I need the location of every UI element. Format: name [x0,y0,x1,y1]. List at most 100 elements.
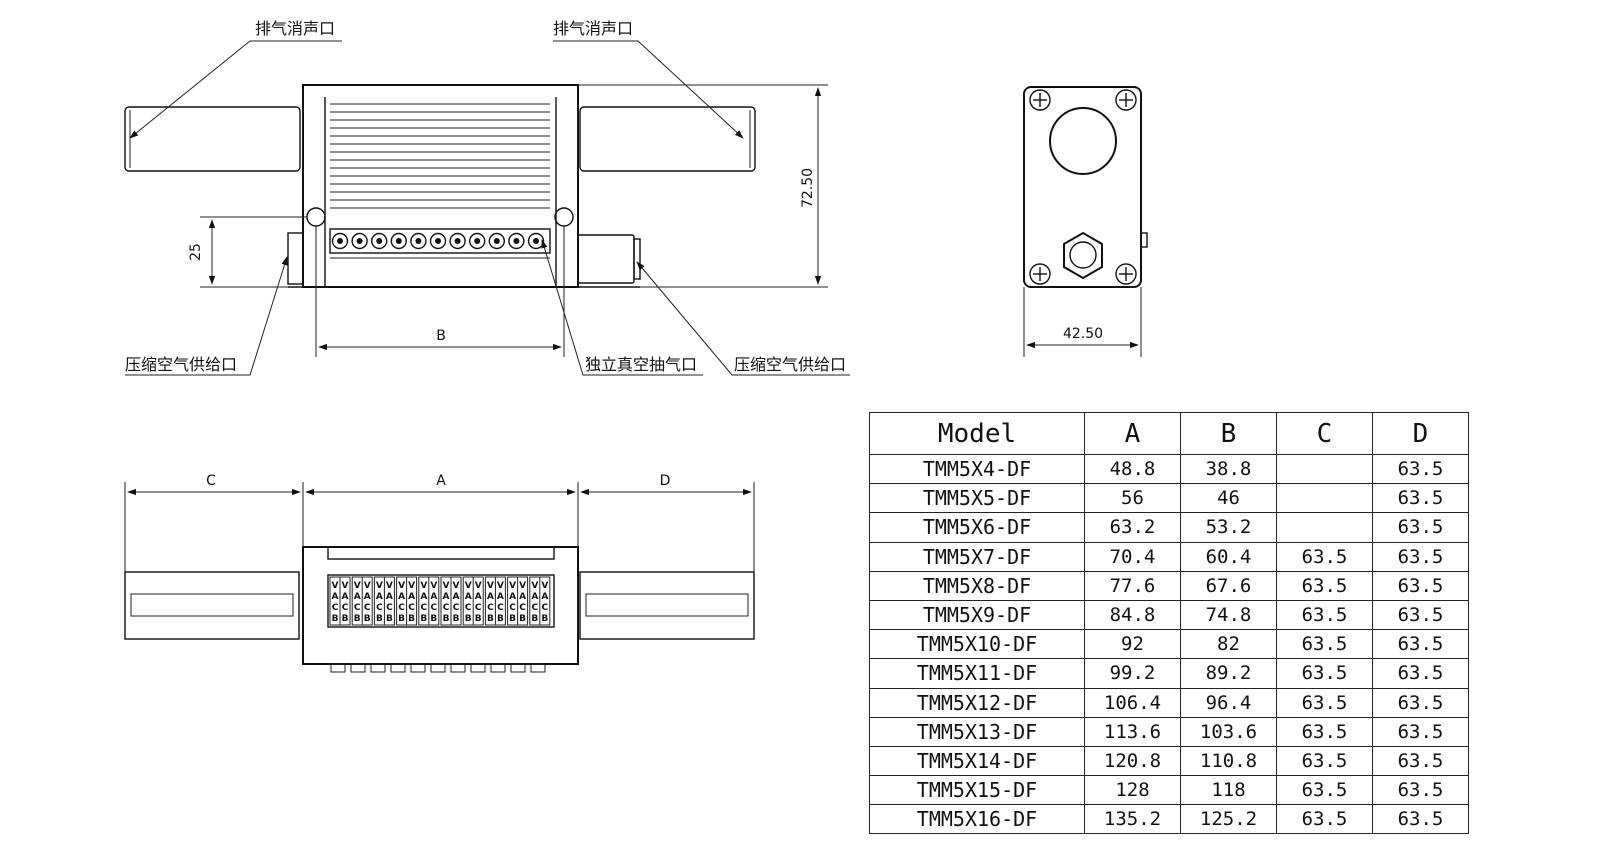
screw [1029,89,1051,111]
cell-d: 63.5 [1372,775,1469,806]
left-silencer [124,106,301,172]
valve-letter: C [541,603,548,613]
valve-letter: A [519,592,526,602]
cell-d: 63.5 [1372,483,1469,514]
valve-letter: B [408,614,415,624]
cell-a: 113.6 [1084,716,1181,747]
valve-letter: B [509,614,516,624]
cell-c: 63.5 [1276,687,1373,718]
vacuum-port [488,232,505,250]
cell-b: 103.6 [1180,716,1277,747]
valve-letter: V [354,581,361,591]
vacuum-port-center [493,238,500,244]
cell-d: 63.5 [1372,687,1469,718]
cell-d: 63.5 [1372,658,1469,689]
cell-d: 63.5 [1372,453,1469,485]
cell-a: 135.2 [1084,804,1181,835]
valve-letter: A [497,592,504,602]
cell-model: TMM5X12-DF [869,687,1085,718]
exhaust-port-circle [1049,107,1117,175]
valve-letter: C [465,603,472,613]
valve-letter: C [420,603,427,613]
dim-port-height: 25 [188,243,204,261]
valve-letter: V [497,581,504,591]
cell-a: 70.4 [1084,541,1181,572]
valve-letter: V [408,581,415,591]
cell-c: 63.5 [1276,775,1373,806]
right-air-fitting [577,234,635,284]
vacuum-port [390,232,407,250]
valve-letter: C [531,603,538,613]
connector-pin [370,663,386,673]
valve-letter: B [354,614,361,624]
cell-a: 106.4 [1084,687,1181,718]
cell-c: 63.5 [1276,658,1373,689]
vacuum-port-center [513,238,520,244]
valve-letter: C [519,603,526,613]
valve-letter: B [531,614,538,624]
cell-a: 84.8 [1084,599,1181,631]
valve-letter: A [398,592,405,602]
cell-b: 125.2 [1180,804,1277,835]
cell-d: 63.5 [1372,512,1469,543]
valve-letter: C [487,603,494,613]
vacuum-port [508,232,525,250]
vacuum-port [469,232,486,250]
side-body [1023,86,1142,288]
vacuum-port-center [376,238,383,244]
valve-letter: C [408,603,415,613]
vacuum-port [449,232,466,250]
cell-model: TMM5X10-DF [869,629,1085,660]
dim-height: 72.50 [800,168,816,208]
cell-model: TMM5X7-DF [869,541,1085,572]
vacuum-port-center [356,238,363,244]
valve-letter: B [398,614,405,624]
connector-pins [330,663,546,673]
mount-hole-left [306,207,326,227]
top-right-silencer [579,571,755,640]
dim-a: A [436,473,446,489]
cell-a: 56 [1084,483,1181,514]
cell-c: 63.5 [1276,629,1373,660]
cell-model: TMM5X5-DF [869,483,1085,514]
header-c: C [1276,412,1373,455]
valve-letter: A [354,592,361,602]
valve-letter: B [475,614,482,624]
cell-c: 63.5 [1276,745,1373,777]
valve-letter: B [332,614,339,624]
top-view: VACBVACBVACBVACBVACBVACBVACBVACBVACBVACB… [124,473,755,673]
cell-d: 63.5 [1372,629,1469,660]
cell-a: 120.8 [1084,745,1181,777]
valve-letter: A [465,592,472,602]
cell-c [1276,483,1373,514]
cell-model: TMM5X15-DF [869,775,1085,806]
valve-letter: C [430,603,437,613]
dim-b: B [436,328,446,344]
connector-pin [510,663,526,673]
hex-nut-fitting [1063,231,1103,280]
table-header-row: Model A B C D [869,412,1469,455]
cell-a: 99.2 [1084,658,1181,689]
valve-letter: A [376,592,383,602]
valve-letter: V [420,581,427,591]
valve-letter: B [541,614,548,624]
label-exhaust-right: 排气消声口 [553,19,633,38]
vacuum-port-center [435,238,441,244]
valve-letter: V [364,581,371,591]
valve-letter: B [430,614,437,624]
valve-letter: B [376,614,383,624]
cell-b: 60.4 [1180,541,1277,572]
left-air-fitting [287,232,304,285]
cell-model: TMM5X13-DF [869,716,1085,747]
valve-letter: V [332,581,339,591]
